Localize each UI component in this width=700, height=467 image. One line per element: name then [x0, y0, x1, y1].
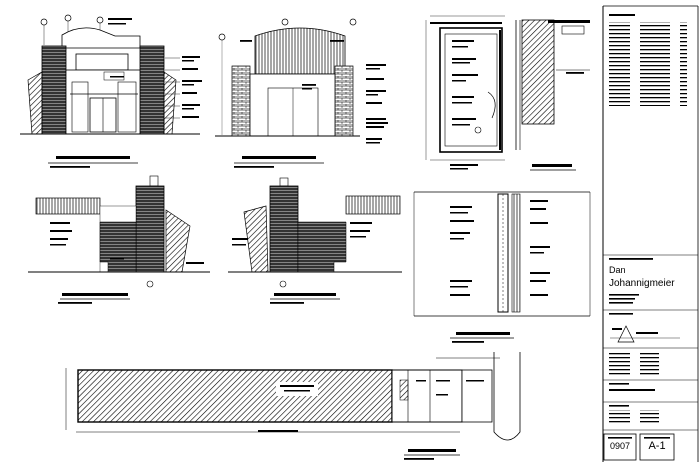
north-elevation-drawing [215, 18, 388, 168]
west-elevation-drawing [28, 175, 210, 304]
client-last-name: Johannigmeier [609, 278, 675, 289]
drawing-number: 0907 [609, 441, 631, 451]
client-first-name: Dan [609, 265, 626, 275]
wall-section-drawing [425, 15, 590, 171]
south-elevation-drawing [20, 14, 202, 168]
site-plan-drawing [65, 352, 521, 460]
sheet-number: A-1 [648, 440, 666, 452]
east-elevation-drawing [228, 177, 402, 304]
typical-section-drawing [413, 191, 591, 343]
title-block [602, 5, 699, 462]
